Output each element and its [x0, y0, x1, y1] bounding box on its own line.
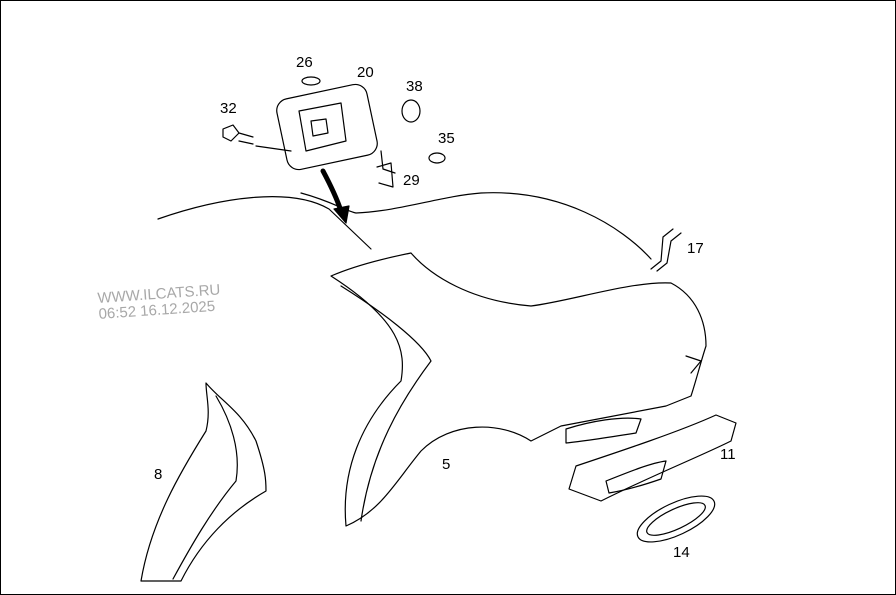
leader-32 [255, 145, 292, 152]
part-38-grommet [401, 99, 421, 123]
label-20[interactable]: 20 [357, 64, 374, 81]
part-26-clip [301, 76, 321, 86]
part-35-stop [428, 152, 446, 164]
part-11-opening [605, 460, 667, 494]
part-8-wheel-arch [140, 382, 267, 582]
label-29[interactable]: 29 [403, 172, 420, 189]
part-5-side-panel [330, 252, 707, 527]
part-14-inner [646, 502, 706, 536]
part-11-trim [568, 414, 737, 502]
part-5-edge [685, 355, 702, 374]
part-20-housing [276, 83, 378, 171]
arrow-head [333, 205, 350, 224]
label-35[interactable]: 35 [438, 130, 455, 147]
label-11[interactable]: 11 [720, 446, 736, 463]
part-8-inner [172, 395, 238, 580]
label-5[interactable]: 5 [442, 456, 451, 473]
arrow-icon [320, 168, 344, 214]
part-14-frame [636, 495, 716, 543]
body-outline [157, 196, 372, 250]
part-5-lamp-recess [565, 417, 642, 444]
part-29-bracket [376, 150, 396, 188]
label-26[interactable]: 26 [296, 54, 313, 71]
part-20-detail [298, 102, 347, 152]
label-32[interactable]: 32 [220, 100, 237, 117]
part-32-bolt [222, 124, 254, 145]
part-5-inner [340, 285, 432, 522]
label-8[interactable]: 8 [154, 466, 163, 483]
body-outline-2 [300, 192, 652, 260]
label-38[interactable]: 38 [406, 78, 423, 95]
label-17[interactable]: 17 [687, 240, 704, 257]
part-17-bracket [650, 228, 682, 272]
label-14[interactable]: 14 [673, 544, 690, 561]
